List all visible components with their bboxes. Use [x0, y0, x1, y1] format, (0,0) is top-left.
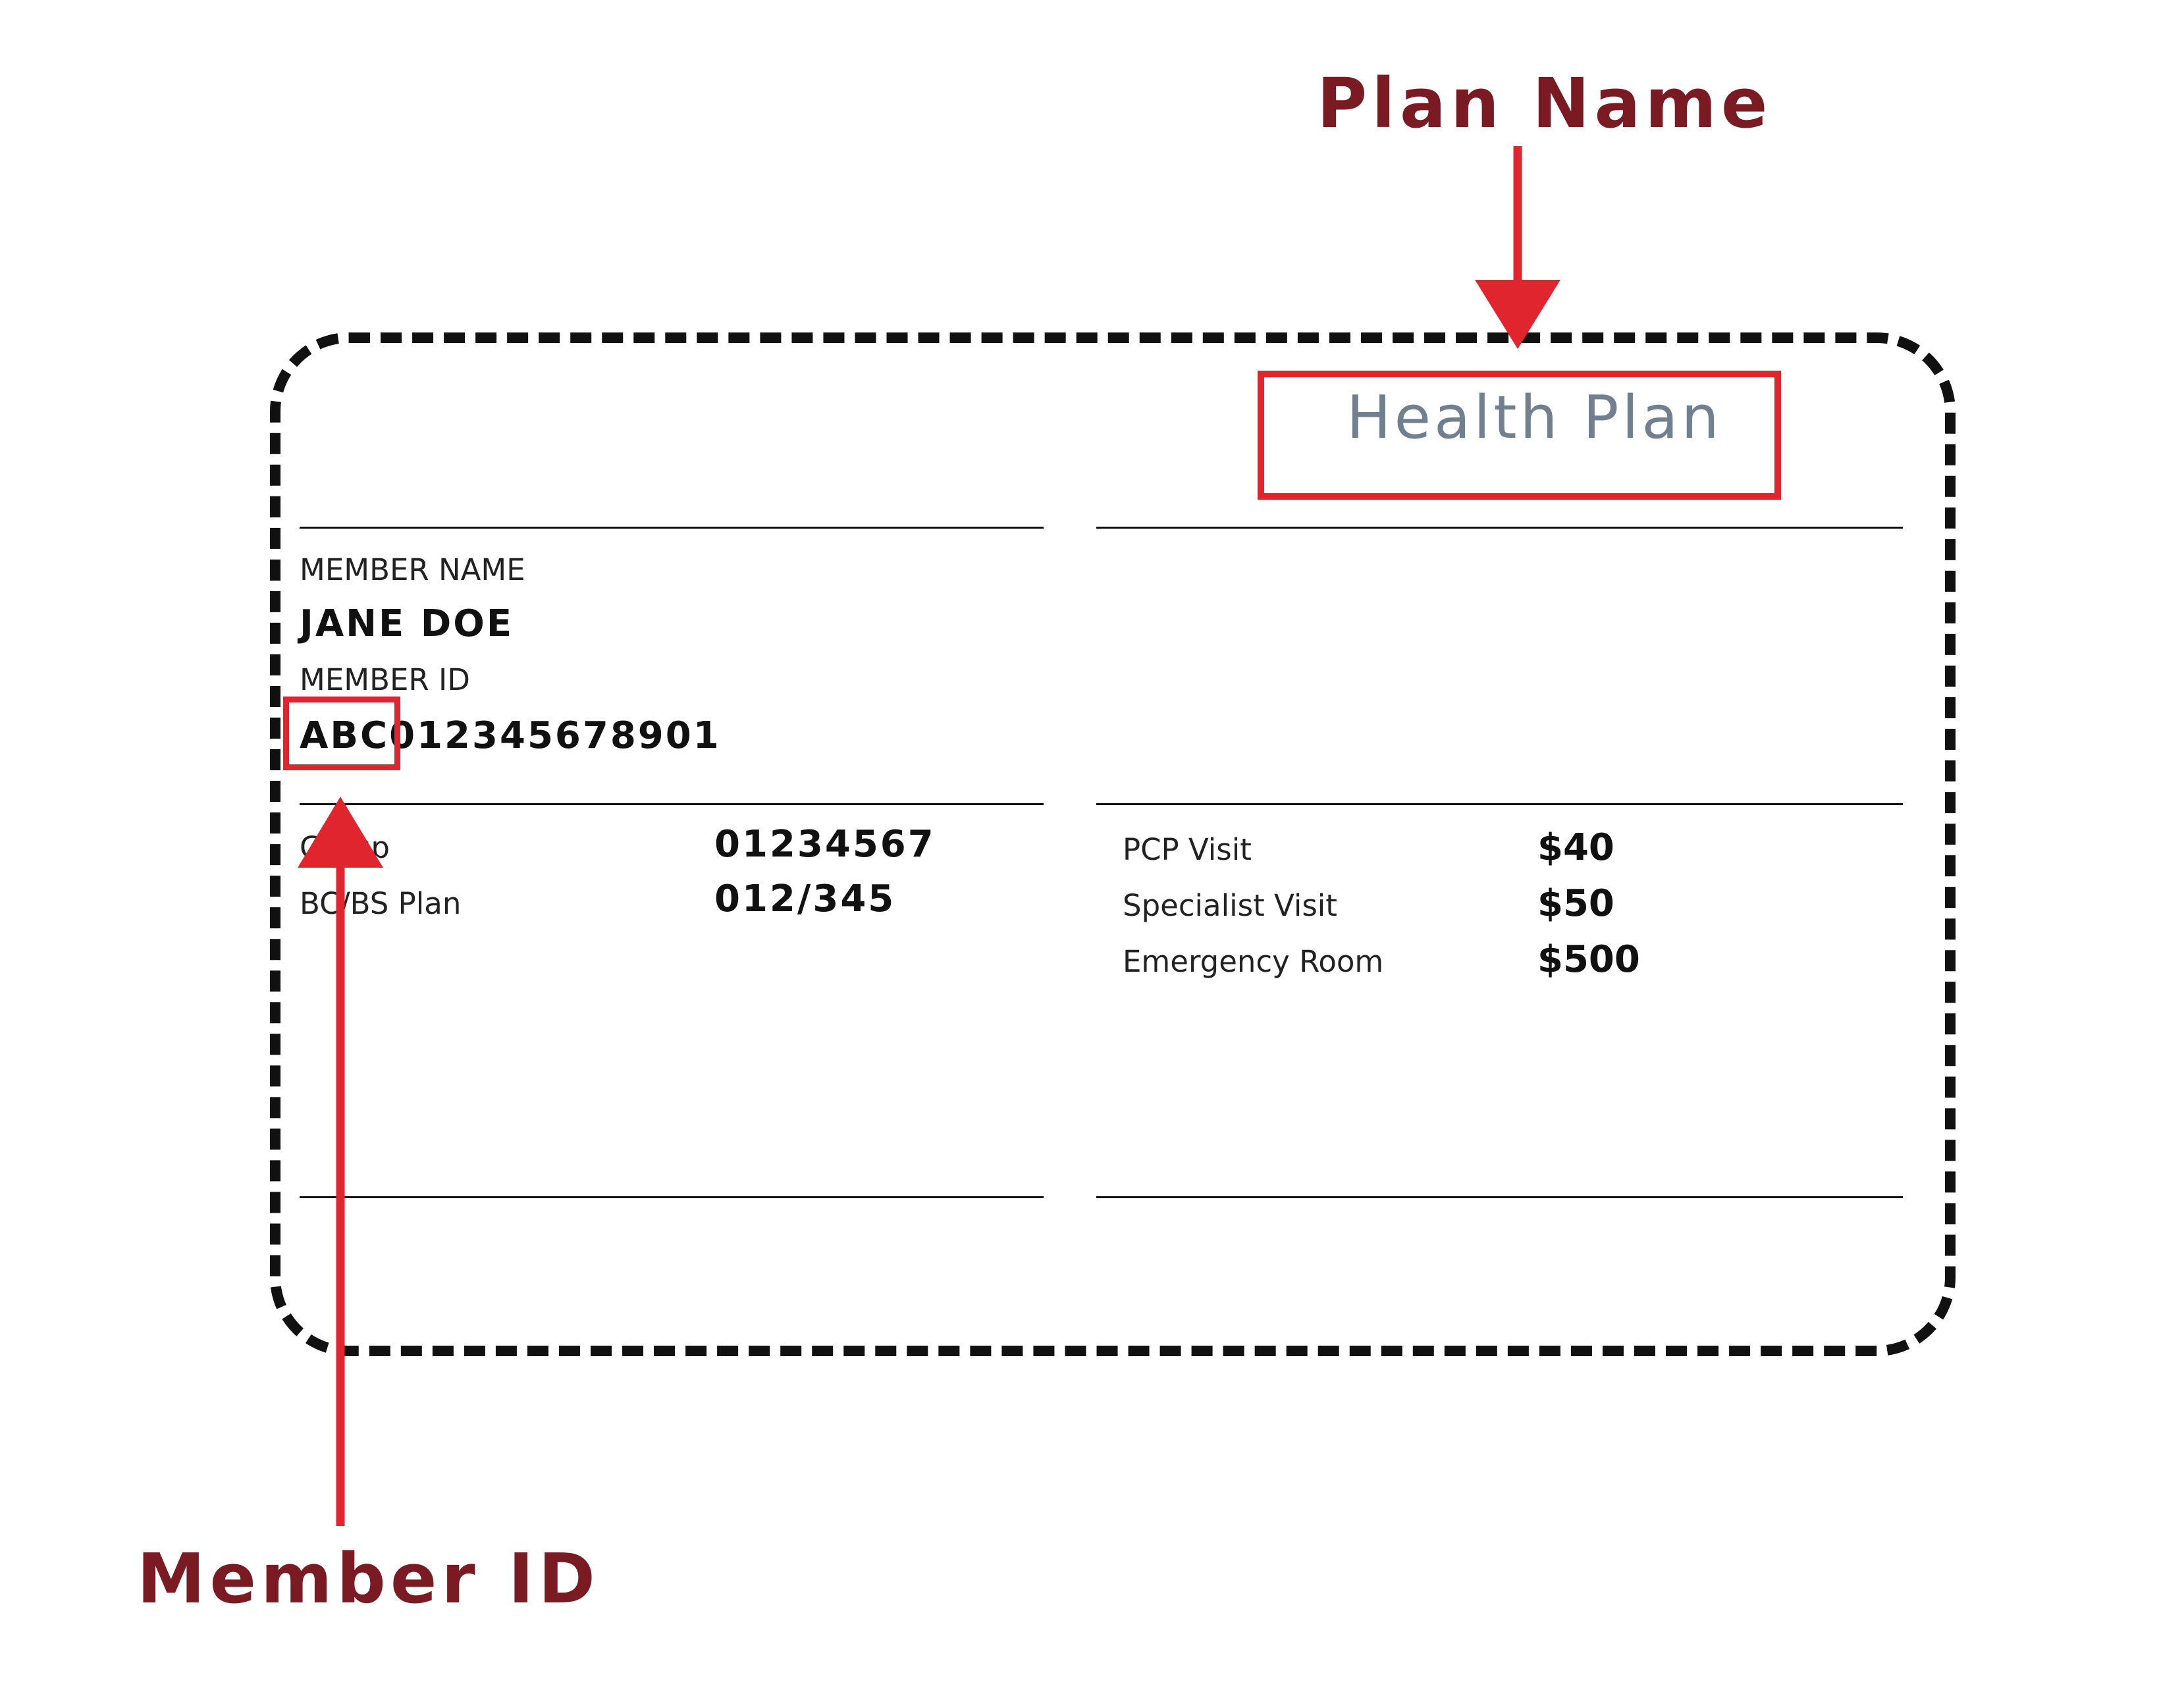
- divider-line: [1096, 803, 1903, 805]
- copay-value-pcp: $40: [1537, 826, 1614, 869]
- copay-label-specialist: Specialist Visit: [1123, 888, 1337, 923]
- plan-name-callout-title: Plan Name: [1317, 63, 1772, 144]
- plan-name-text: Health Plan: [1346, 383, 1722, 452]
- copay-value-emergency: $500: [1537, 938, 1640, 981]
- divider-line: [1096, 1196, 1903, 1198]
- member-name-value: JANE DOE: [300, 602, 514, 645]
- copay-label-pcp: PCP Visit: [1123, 832, 1252, 867]
- copay-value-specialist: $50: [1537, 882, 1614, 925]
- member-id-label: MEMBER ID: [300, 662, 470, 697]
- member-id-callout-title: Member ID: [137, 1539, 600, 1619]
- divider-line: [300, 527, 1044, 529]
- insurance-card: [270, 332, 1956, 1356]
- divider-line: [300, 1196, 1044, 1198]
- bcbs-plan-label: BC/BS Plan: [300, 886, 462, 921]
- plan-name-highlight-box: [1258, 371, 1781, 500]
- group-label: Group: [300, 830, 390, 865]
- member-id-highlight-box: [283, 697, 400, 770]
- divider-line: [300, 803, 1044, 805]
- copay-label-emergency: Emergency Room: [1123, 944, 1384, 979]
- member-id-value: ABC012345678901: [300, 714, 721, 757]
- divider-line: [1096, 527, 1903, 529]
- bcbs-plan-value: 012/345: [714, 878, 896, 920]
- group-value: 01234567: [714, 823, 936, 866]
- member-name-label: MEMBER NAME: [300, 552, 525, 587]
